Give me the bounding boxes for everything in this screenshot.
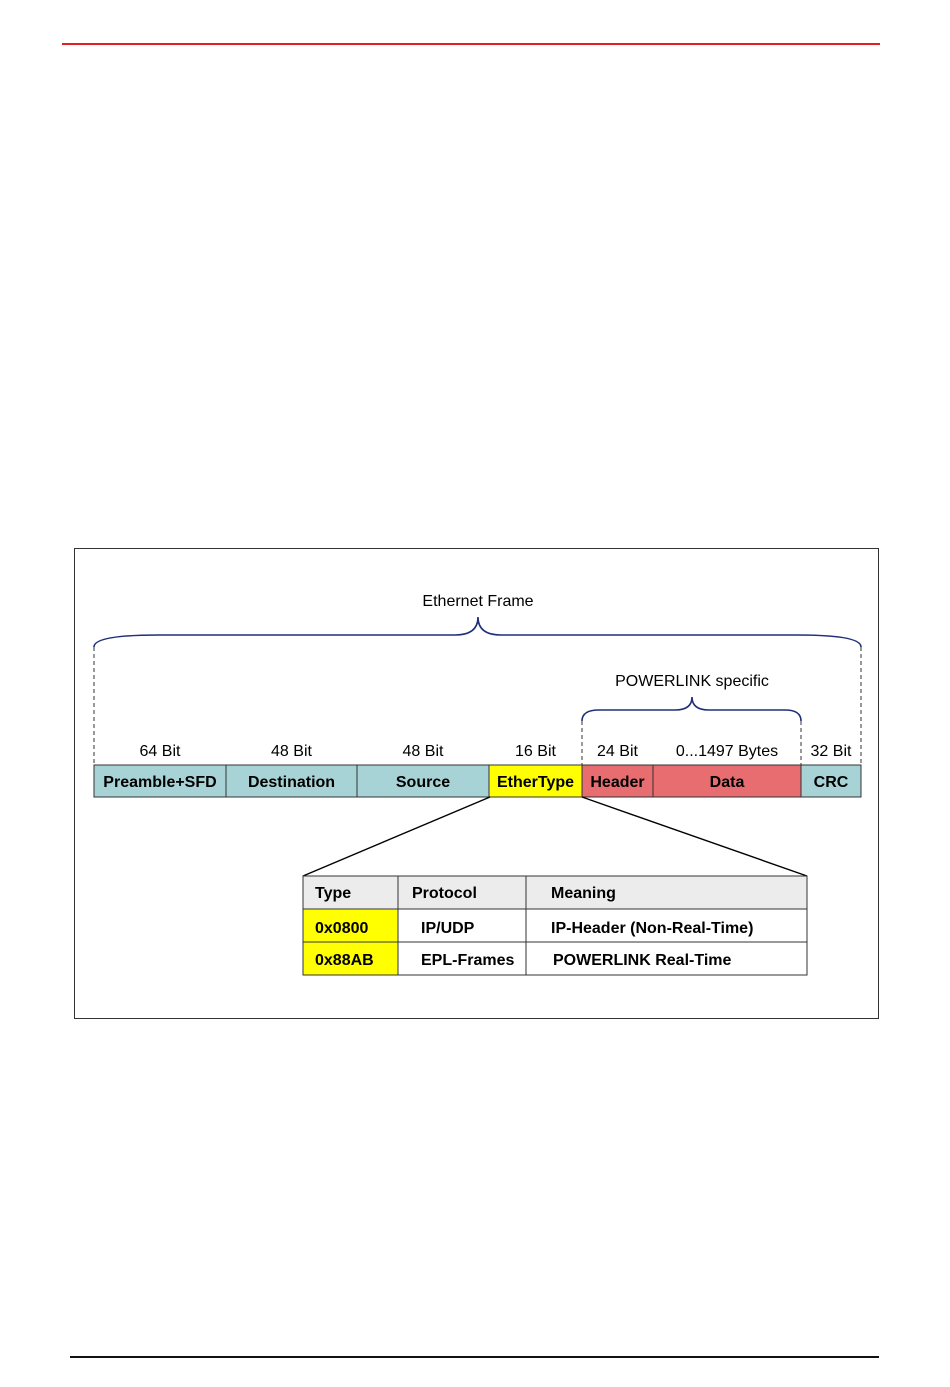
table-header-type: Type <box>315 885 351 902</box>
ethernet-frame-label: Ethernet Frame <box>422 593 533 610</box>
field-name-crc: CRC <box>814 774 849 791</box>
field-size-destination: 48 Bit <box>271 743 312 760</box>
ethertype-table: Type Protocol Meaning 0x0800 IP/UDP IP-H… <box>303 876 807 975</box>
table-row-1-type: 0x0800 <box>315 920 368 937</box>
bottom-rule <box>70 1356 879 1358</box>
powerlink-specific-brace <box>582 697 801 721</box>
ethernet-frame-brace <box>94 617 861 647</box>
table-header-protocol: Protocol <box>412 885 477 902</box>
field-name-source: Source <box>396 774 450 791</box>
field-size-ethertype: 16 Bit <box>515 743 556 760</box>
field-name-preamble-sfd: Preamble+SFD <box>103 774 216 791</box>
powerlink-specific-label: POWERLINK specific <box>615 673 769 690</box>
ethernet-frame-figure: Ethernet Frame POWERLINK specific Preamb… <box>74 548 879 1019</box>
ethernet-frame-diagram: Ethernet Frame POWERLINK specific Preamb… <box>75 549 880 1020</box>
table-header-meaning: Meaning <box>551 885 616 902</box>
table-row-2-protocol: EPL-Frames <box>421 952 514 969</box>
field-size-data: 0...1497 Bytes <box>676 743 778 760</box>
field-size-header: 24 Bit <box>597 743 638 760</box>
field-size-crc: 32 Bit <box>811 743 852 760</box>
field-size-preamble-sfd: 64 Bit <box>140 743 181 760</box>
table-row-2-meaning: POWERLINK Real-Time <box>553 952 732 969</box>
table-row-1-meaning: IP-Header (Non-Real-Time) <box>551 920 753 937</box>
table-row-1-protocol: IP/UDP <box>421 920 475 937</box>
zoom-line-left <box>303 797 490 876</box>
field-name-header: Header <box>590 774 644 791</box>
field-name-data: Data <box>710 774 745 791</box>
table-row-2-type: 0x88AB <box>315 952 374 969</box>
top-red-rule <box>62 43 880 45</box>
field-name-destination: Destination <box>248 774 335 791</box>
zoom-line-right <box>582 797 807 876</box>
field-size-source: 48 Bit <box>403 743 444 760</box>
field-name-ethertype: EtherType <box>497 774 574 791</box>
